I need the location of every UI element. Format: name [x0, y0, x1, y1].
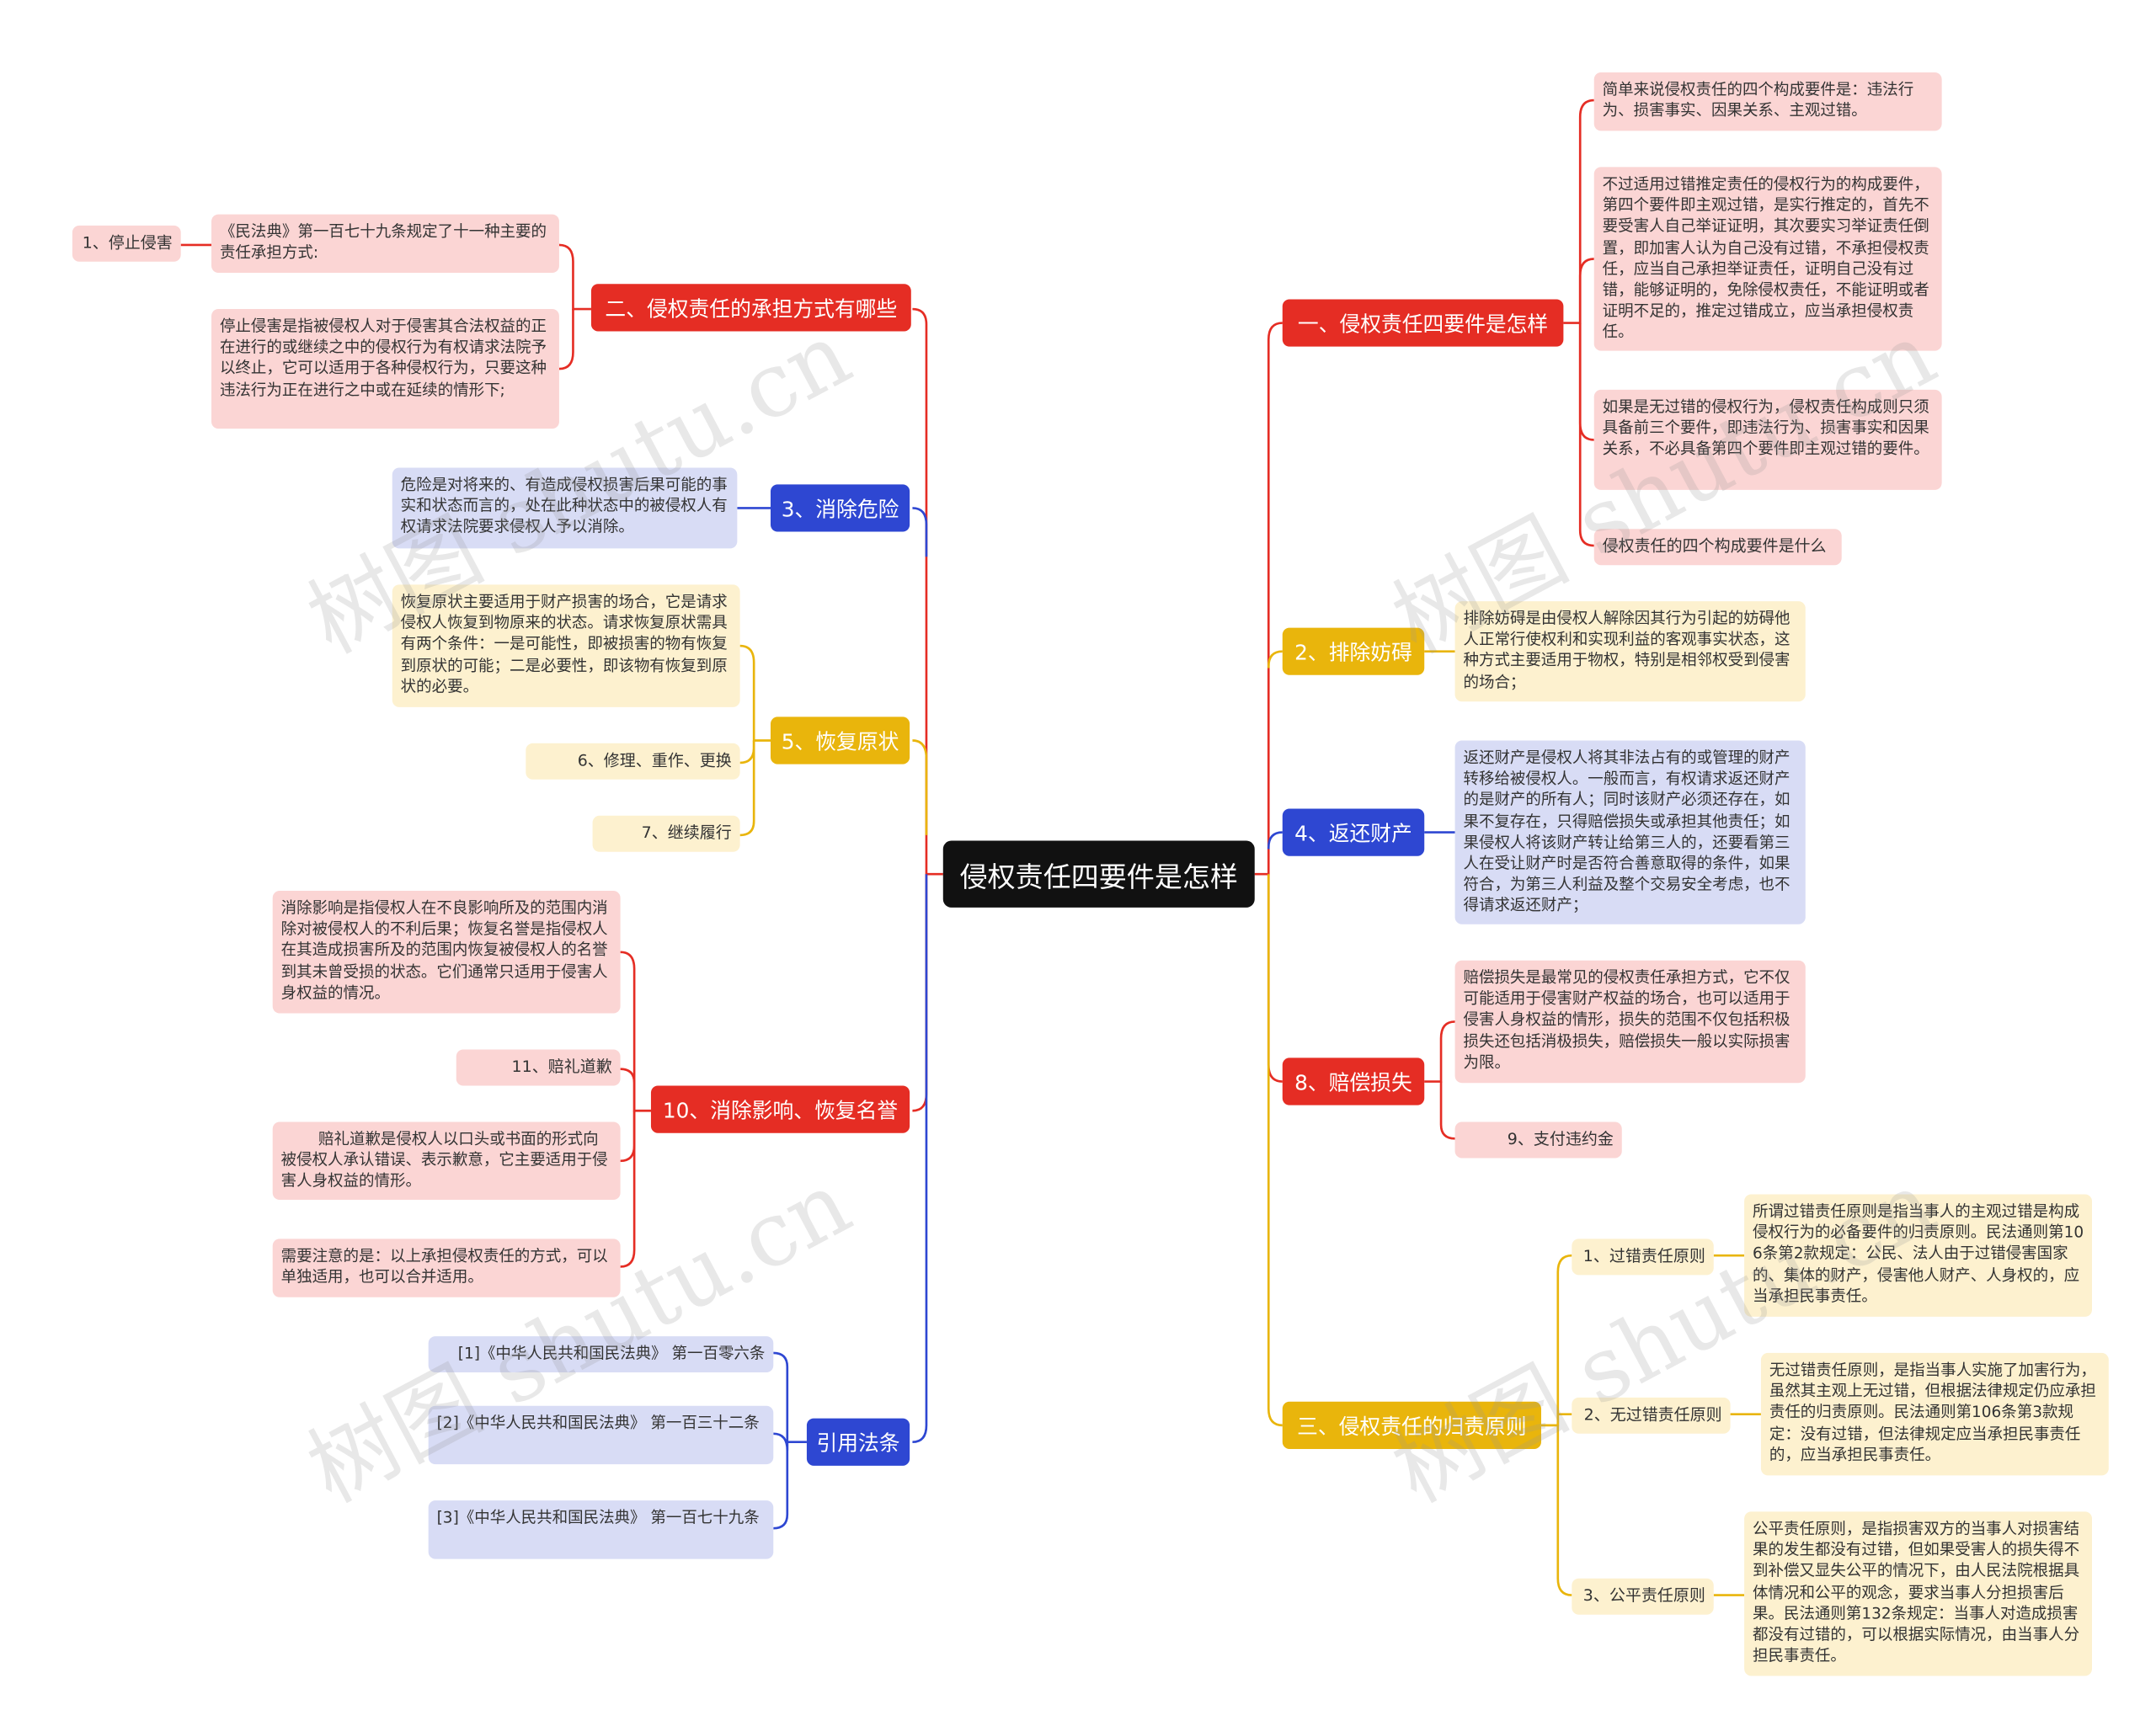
note-combined-use[interactable]: 需要注意的是：以上承担侵权责任的方式，可以单独适用，也可以合并适用。 — [272, 1239, 621, 1297]
branch-cited-articles[interactable]: 引用法条 — [806, 1418, 910, 1466]
item-stop-infringement[interactable]: 1、停止侵害 — [72, 225, 181, 262]
citation-1[interactable]: [1]《中华人民共和国民法典》 第一百零六条 — [428, 1336, 774, 1373]
note-remove-obstruction[interactable]: 排除妨碍是由侵权人解除因其行为引起的妨碍他人正常行使权利和实现利益的客观事实状态… — [1454, 601, 1806, 702]
branch-liability-methods[interactable]: 二、侵权责任的承担方式有哪些 — [590, 284, 911, 332]
note-no-fault[interactable]: 如果是无过错的侵权行为，侵权责任构成则只须具备前三个要件，即违法行为、损害事实和… — [1593, 389, 1942, 490]
citation-2[interactable]: [2]《中华人民共和国民法典》 第一百三十二条 — [428, 1405, 774, 1465]
branch-eliminate-danger[interactable]: 3、消除危险 — [770, 484, 910, 532]
note-restore-original[interactable]: 恢复原状主要适用于财产损害的场合，它是请求侵权人恢复到物原来的状态。请求恢复原状… — [392, 584, 740, 707]
note-compensation[interactable]: 赔偿损失是最常见的侵权责任承担方式，它不仅可能适用于侵害财产权益的场合，也可以适… — [1454, 960, 1806, 1084]
branch-compensation[interactable]: 8、赔偿损失 — [1282, 1057, 1425, 1105]
branch-return-property[interactable]: 4、返还财产 — [1282, 808, 1425, 856]
item-repair-remake[interactable]: 6、修理、重作、更换 — [526, 743, 740, 780]
branch-remove-obstruction[interactable]: 2、排除妨碍 — [1282, 627, 1425, 675]
note-presumed-fault[interactable]: 不过适用过错推定责任的侵权行为的构成要件，第四个要件即主观过错，是实行推定的，首… — [1593, 167, 1942, 351]
branch-restore-original[interactable]: 5、恢复原状 — [770, 717, 910, 764]
item-no-fault-liability[interactable]: 2、无过错责任原则 — [1572, 1397, 1731, 1434]
item-liquidated-damages[interactable]: 9、支付违约金 — [1454, 1121, 1622, 1159]
note-eliminate-influence[interactable]: 消除影响是指侵权人在不良影响所及的范围内消除对被侵权人的不利后果；恢复名誉是指侵… — [272, 891, 621, 1014]
item-fault-liability[interactable]: 1、过错责任原则 — [1572, 1239, 1714, 1276]
note-fairness-liability[interactable]: 公平责任原则，是指损害双方的当事人对损害结果的发生都没有过错，但如果受害人的损失… — [1744, 1511, 2093, 1676]
note-four-elements[interactable]: 简单来说侵权责任的四个构成要件是：违法行为、损害事实、因果关系、主观过错。 — [1593, 72, 1942, 131]
note-return-property[interactable]: 返还财产是侵权人将其非法占有的或管理的财产转移给被侵权人。一般而言，有权请求返还… — [1454, 740, 1806, 924]
note-stop-infringement[interactable]: 停止侵害是指被侵权人对于侵害其合法权益的正在进行的或继续之中的侵权行为有权请求法… — [211, 309, 559, 429]
branch-four-elements[interactable]: 一、侵权责任四要件是怎样 — [1282, 299, 1564, 347]
note-eliminate-danger[interactable]: 危险是对将来的、有造成侵权损害后果可能的事实和状态而言的，处在此种状态中的被侵权… — [392, 467, 738, 549]
note-fault-liability[interactable]: 所谓过错责任原则是指当事人的主观过错是构成侵权行为的必备要件的归责原则。民法通则… — [1744, 1194, 2093, 1317]
citation-3[interactable]: [3]《中华人民共和国民法典》 第一百七十九条 — [428, 1500, 774, 1559]
item-continue-performance[interactable]: 7、继续履行 — [592, 815, 740, 852]
branch-eliminate-influence[interactable]: 10、消除影响、恢复名誉 — [650, 1085, 910, 1133]
note-apology[interactable]: 赔礼道歉是侵权人以口头或书面的形式向被侵权人承认错误、表示歉意，它主要适用于侵害… — [272, 1121, 621, 1201]
item-what-are-elements[interactable]: 侵权责任的四个构成要件是什么 — [1593, 529, 1842, 566]
note-civil-code-179[interactable]: 《民法典》第一百七十九条规定了十一种主要的责任承担方式: — [211, 214, 559, 274]
item-fairness-liability[interactable]: 3、公平责任原则 — [1572, 1578, 1714, 1615]
item-apology[interactable]: 11、赔礼道歉 — [456, 1049, 621, 1086]
branch-attribution-principles[interactable]: 三、侵权责任的归责原则 — [1282, 1401, 1541, 1449]
root-topic[interactable]: 侵权责任四要件是怎样 — [942, 840, 1255, 908]
note-no-fault-liability[interactable]: 无过错责任原则，是指当事人实施了加害行为，虽然其主观上无过错，但根据法律规定仍应… — [1760, 1352, 2109, 1476]
